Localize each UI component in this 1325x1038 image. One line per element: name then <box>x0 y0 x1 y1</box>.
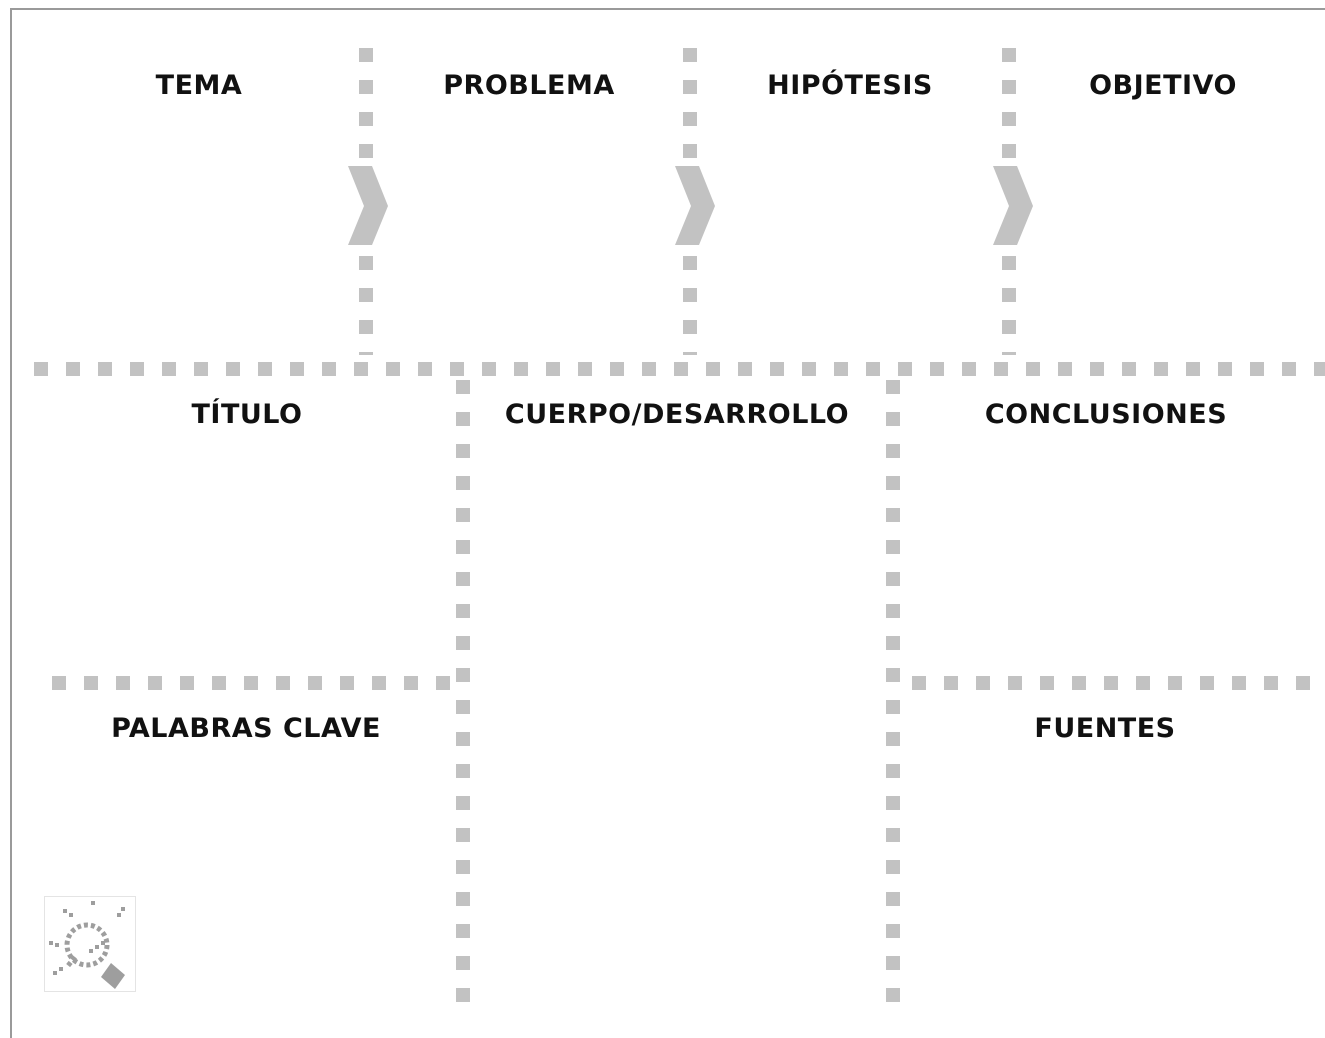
heading-titulo: TÍTULO <box>191 399 303 430</box>
chevron-right-icon <box>348 166 388 245</box>
worksheet-frame <box>10 8 1325 1038</box>
heading-cuerpo: CUERPO/DESARROLLO <box>504 399 850 430</box>
heading-conclusiones: CONCLUSIONES <box>984 399 1228 430</box>
heading-problema: PROBLEMA <box>443 70 615 101</box>
heading-palabras-clave: PALABRAS CLAVE <box>111 713 381 744</box>
chevron-right-icon <box>993 166 1033 245</box>
heading-tema: TEMA <box>155 70 243 101</box>
heading-objetivo: OBJETIVO <box>1089 70 1237 101</box>
heading-fuentes: FUENTES <box>1034 713 1176 744</box>
heading-hipotesis: HIPÓTESIS <box>767 70 933 101</box>
chevron-right-icon <box>675 166 715 245</box>
lightbulb-logo-icon <box>44 896 136 992</box>
